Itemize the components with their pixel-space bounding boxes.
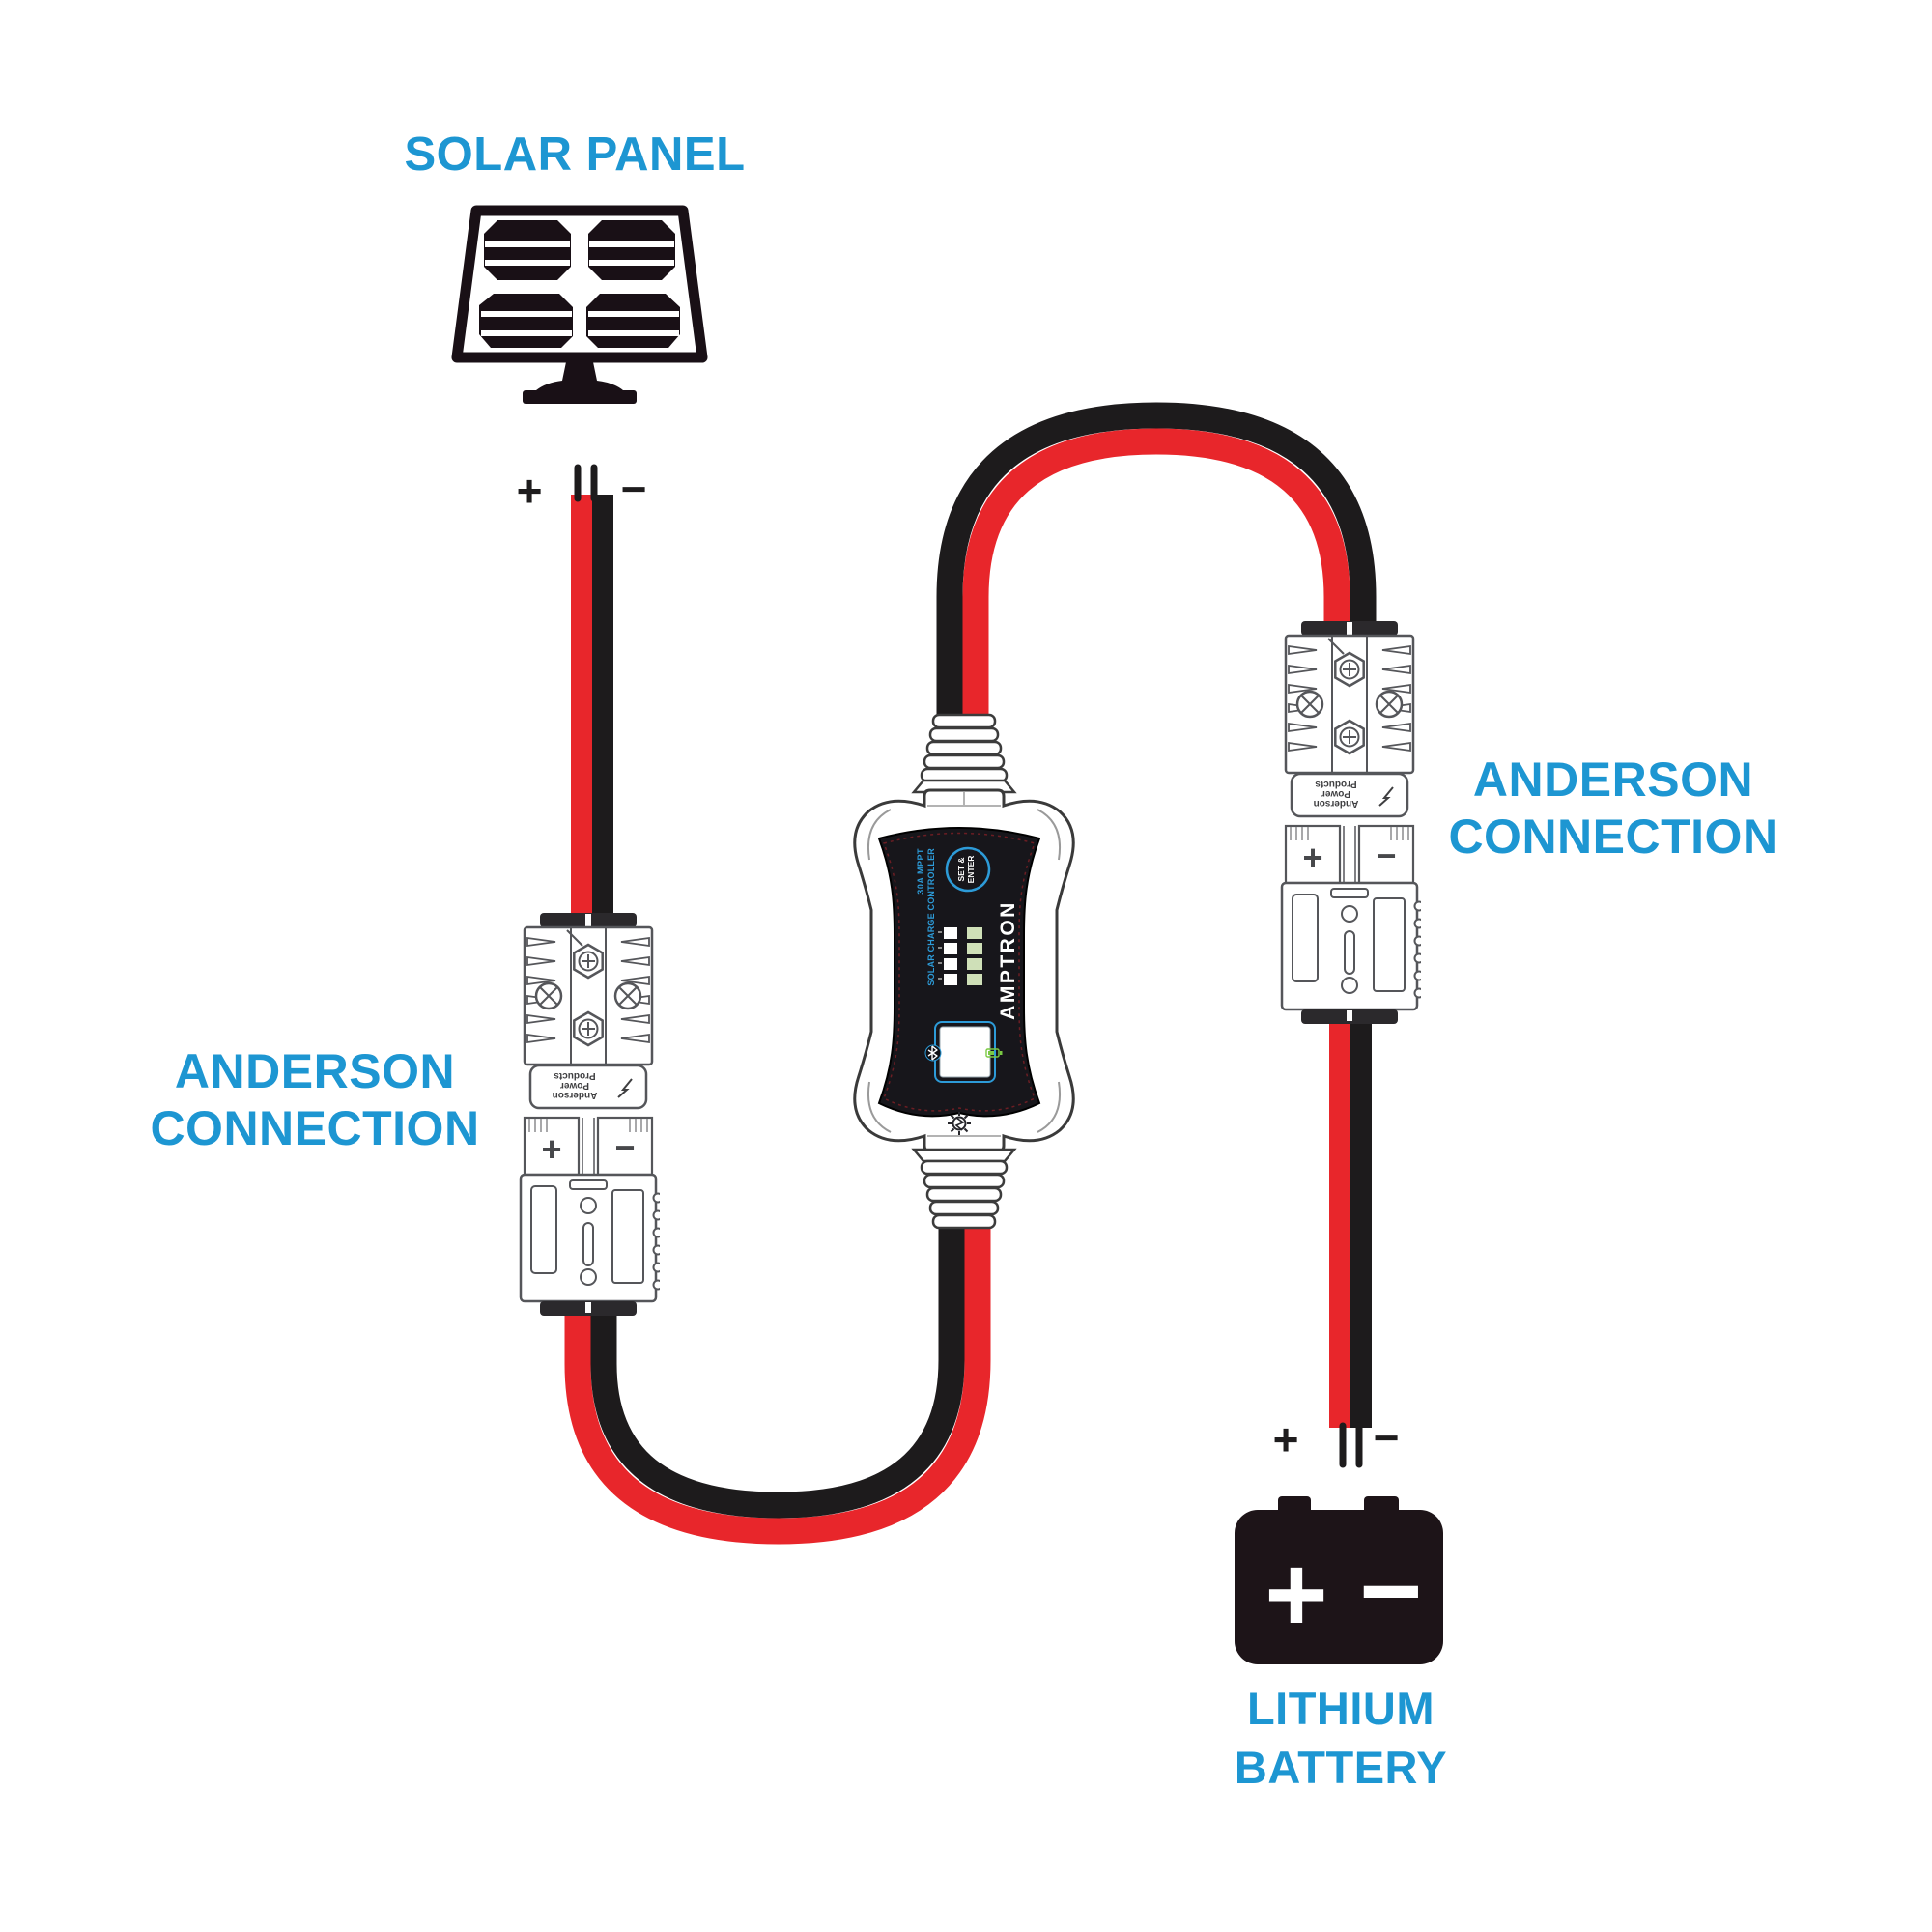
top-strain-relief [911,713,1017,794]
button-text-2: ENTER [966,856,976,884]
anderson-right-line1: ANDERSON [1472,753,1754,807]
lithium-battery-heading: LITHIUM BATTERY [1235,1679,1447,1797]
solar-panel-heading-text: SOLAR PANEL [404,128,746,181]
solar-panel-heading: SOLAR PANEL [404,128,745,182]
sun-icon [948,1112,971,1135]
anderson-left-line2: CONNECTION [150,1101,480,1155]
controller-model-sub: SOLAR CHARGE CONTROLLER [926,848,936,986]
battery-status-icon [985,1048,1003,1058]
anderson-right-heading: ANDERSON CONNECTION [1448,752,1777,866]
set-enter-button[interactable]: SET & ENTER [945,846,991,893]
anderson-left-line1: ANDERSON [174,1044,456,1098]
button-text-1: SET & [956,857,966,881]
controller-brand: AMPTRON [997,900,1019,1020]
battery-cable-black [936,402,1377,726]
controller-face [877,827,1041,1118]
controller-model: 30A MPPT [916,848,925,895]
battery-plus-label: + [1273,1414,1299,1464]
led-indicators [938,927,982,985]
bottom-strain-relief [911,1148,1017,1230]
solar-panel-icon [451,205,708,404]
battery-minus-label: − [1374,1412,1400,1463]
anderson-right-line2: CONNECTION [1448,810,1778,864]
lithium-battery-line1: LITHIUM [1246,1683,1435,1734]
anderson-connector-left [517,913,660,1316]
solar-plus-label: + [517,466,543,516]
solar-minus-label: − [621,464,647,514]
pv-cable-black [590,1219,965,1519]
housing-accents [867,792,1061,1137]
pv-cable-red [564,1219,991,1545]
battery-terminal-plus: + [1264,1534,1327,1655]
cell-stripes [481,242,679,336]
anderson-connector-right [1278,621,1421,1024]
battery-terminal-minus: − [1359,1530,1422,1651]
bluetooth-icon [924,1044,942,1062]
charge-controller: 30A MPPT SOLAR CHARGE CONTROLLER SET & E… [853,713,1075,1230]
anderson-left-heading: ANDERSON CONNECTION [150,1043,479,1157]
lithium-battery-icon: + − [1235,1496,1443,1664]
lithium-battery-line2: BATTERY [1234,1742,1448,1793]
battery-cable-red [962,428,1350,726]
